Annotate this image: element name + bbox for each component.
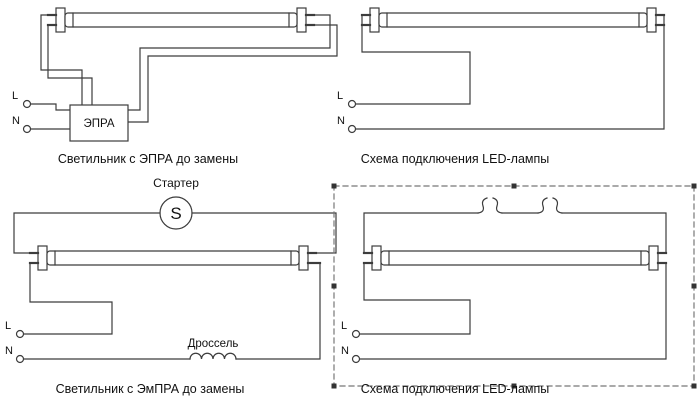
tube-body bbox=[46, 250, 300, 266]
wiring bbox=[354, 14, 665, 130]
terminal-label-l: L bbox=[5, 320, 11, 332]
tube-cap-right bbox=[648, 245, 659, 271]
cut-wire-squiggle bbox=[552, 197, 563, 214]
selection-handles bbox=[331, 183, 697, 389]
handle-bottom-right bbox=[691, 383, 697, 389]
wire-choke-out bbox=[235, 262, 321, 360]
terminal-label-l: L bbox=[341, 320, 347, 332]
ballast-outline bbox=[69, 104, 129, 142]
wire-line-feed bbox=[358, 262, 471, 335]
tube-cap-left bbox=[369, 7, 380, 33]
terminal-circle-n bbox=[22, 124, 32, 134]
wiring bbox=[358, 197, 667, 360]
terminal-circle-l bbox=[22, 99, 32, 109]
wire bbox=[354, 14, 665, 130]
terminal-l: L bbox=[5, 320, 25, 339]
terminal-label-n: N bbox=[5, 345, 13, 357]
starter: Стартер S bbox=[153, 176, 199, 230]
terminal-circle-l bbox=[351, 329, 361, 339]
wiring bbox=[29, 14, 338, 130]
wire-top-left bbox=[363, 212, 479, 254]
wiring bbox=[13, 212, 337, 360]
wire-top-right bbox=[561, 212, 667, 254]
cut-wire-squiggle bbox=[492, 197, 503, 214]
choke-label: Дроссель bbox=[188, 338, 239, 350]
handle-top-right bbox=[691, 183, 697, 189]
wire bbox=[127, 24, 338, 123]
terminal-n: N bbox=[5, 345, 25, 364]
tube-body bbox=[64, 12, 298, 28]
terminal-l: L bbox=[12, 90, 32, 109]
wire-starter-right bbox=[191, 212, 337, 254]
wire-line-feed bbox=[22, 262, 113, 335]
terminal-circle-n bbox=[15, 354, 25, 364]
terminal-n: N bbox=[337, 115, 357, 134]
cut-wire-squiggle bbox=[537, 197, 548, 214]
handle-top-middle bbox=[511, 183, 517, 189]
handle-middle-right bbox=[691, 283, 697, 289]
terminal-circle-n bbox=[347, 124, 357, 134]
tube-cap-right bbox=[646, 7, 657, 33]
handle-top-left bbox=[331, 183, 337, 189]
wire-neutral bbox=[358, 262, 667, 360]
diagram-caption: Светильник с ЭмПРА до замены bbox=[56, 382, 245, 396]
terminal-l: L bbox=[337, 90, 357, 109]
terminal-n: N bbox=[341, 345, 361, 364]
terminal-label-l: L bbox=[12, 90, 18, 102]
tube-cap-left bbox=[55, 7, 66, 33]
choke-coil bbox=[189, 352, 237, 360]
wire bbox=[127, 14, 331, 111]
wire bbox=[40, 14, 83, 106]
ballast-label: ЭПРА bbox=[83, 118, 114, 130]
diagram-lines: ЭПРА L N Светильник с ЭПРА до замены bbox=[5, 7, 697, 396]
wire bbox=[29, 103, 71, 111]
diagram-caption: Светильник с ЭПРА до замены bbox=[58, 152, 238, 166]
tube-cap-right bbox=[298, 245, 309, 271]
tube-pins bbox=[360, 13, 666, 27]
tube-body bbox=[378, 12, 648, 28]
selection-dashed-border bbox=[333, 185, 695, 387]
terminal-circle-l bbox=[15, 329, 25, 339]
terminal-n: N bbox=[12, 115, 32, 134]
tube-cap-left bbox=[37, 245, 48, 271]
diagram-led-bottom: L N Схема подключения LED-лампы bbox=[331, 183, 697, 396]
wire bbox=[354, 24, 471, 105]
terminal-label-n: N bbox=[337, 115, 345, 127]
starter-label: Стартер bbox=[153, 176, 199, 190]
terminal-circle-n bbox=[351, 354, 361, 364]
cut-wire-squiggle bbox=[477, 197, 488, 214]
fluorescent-tube bbox=[28, 245, 322, 271]
terminal-label-l: L bbox=[337, 90, 343, 102]
tube-pins bbox=[28, 251, 322, 265]
handle-bottom-left bbox=[331, 383, 337, 389]
diagram-epra-before: ЭПРА L N Светильник с ЭПРА до замены bbox=[12, 7, 338, 166]
fluorescent-tube bbox=[46, 7, 316, 33]
terminal-circle-l bbox=[347, 99, 357, 109]
diagram-empra-before: Стартер S bbox=[5, 176, 337, 396]
terminal-label-n: N bbox=[12, 115, 20, 127]
tube-pins bbox=[46, 13, 316, 27]
tube-body bbox=[380, 250, 650, 266]
handle-bottom-middle bbox=[511, 383, 517, 389]
wire-starter-left bbox=[13, 212, 161, 254]
diagram-caption: Схема подключения LED-лампы bbox=[361, 382, 550, 396]
wire bbox=[47, 24, 93, 106]
fluorescent-tube bbox=[360, 7, 666, 33]
terminal-l: L bbox=[341, 320, 361, 339]
tube-cap-right bbox=[296, 7, 307, 33]
handle-middle-left bbox=[331, 283, 337, 289]
tube-cap-left bbox=[371, 245, 382, 271]
diagram-caption: Схема подключения LED-лампы bbox=[361, 152, 550, 166]
ballast-box: ЭПРА bbox=[69, 104, 129, 142]
fluorescent-tube bbox=[362, 245, 668, 271]
diagram-led-top: L N Схема подключения LED-лампы bbox=[337, 7, 666, 166]
starter-symbol: S bbox=[170, 204, 181, 223]
terminal-label-n: N bbox=[341, 345, 349, 357]
